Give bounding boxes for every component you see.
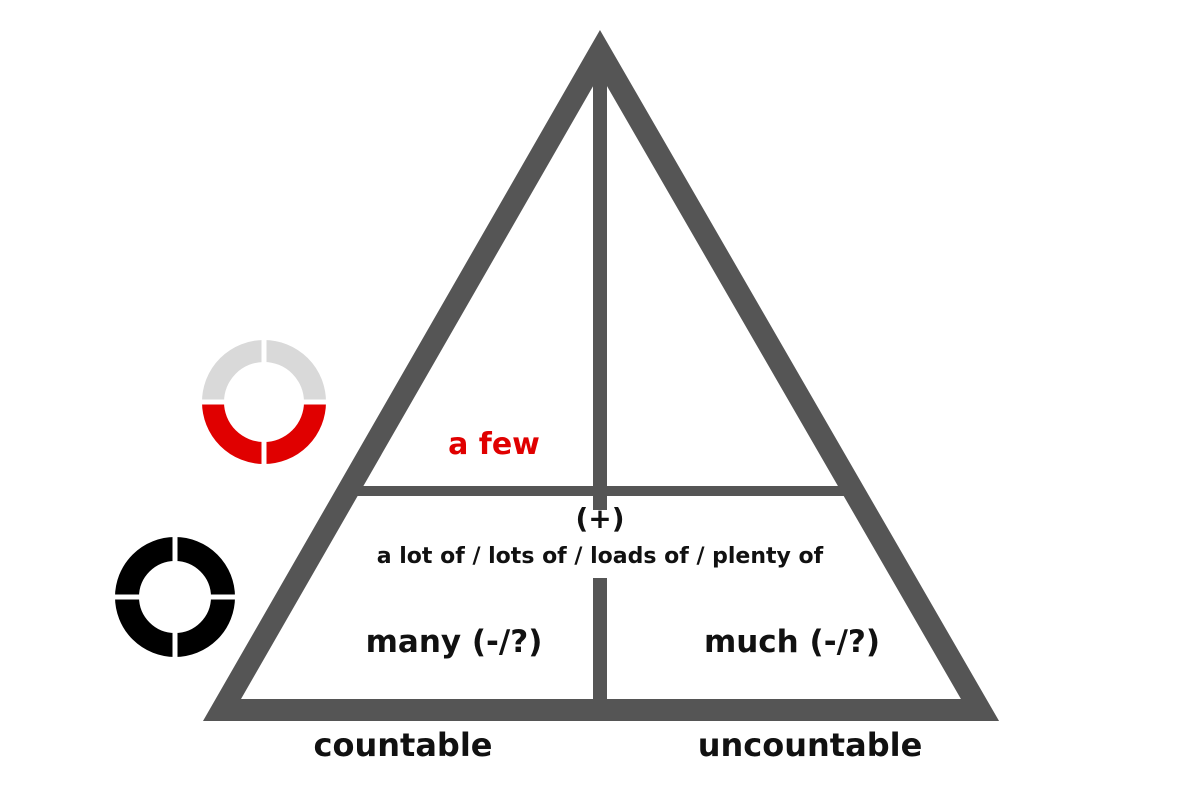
label-a-lot-of: a lot of / lots of / loads of / plenty o… (377, 544, 824, 569)
full-ring-icon (105, 527, 245, 667)
pyramid (202, 29, 1000, 721)
label-many: many (-/?) (366, 624, 543, 660)
label-a-few: a few (448, 427, 540, 462)
pyramid-outline (202, 29, 1000, 721)
label-much: much (-/?) (704, 624, 880, 660)
label-uncountable: uncountable (698, 726, 923, 764)
half-filled-ring-icon (194, 332, 334, 472)
label-countable: countable (314, 726, 493, 764)
label-positive: (+) (575, 502, 624, 535)
